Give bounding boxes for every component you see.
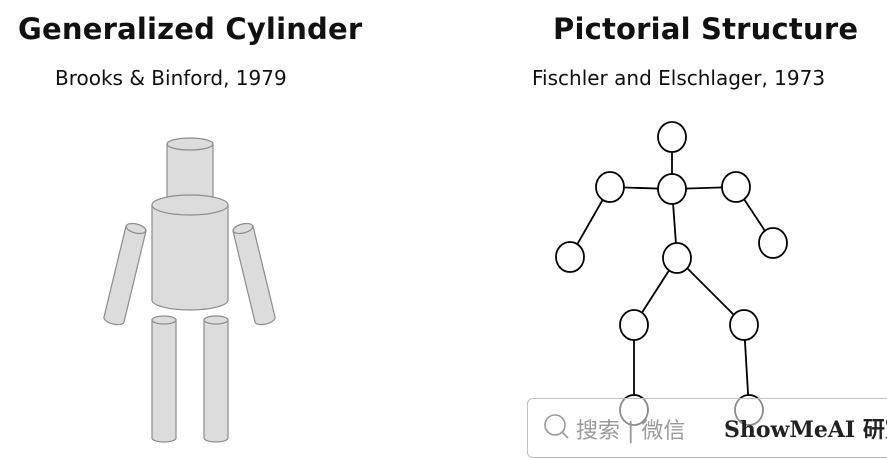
pictorial-structure-title: Pictorial Structure [553, 12, 859, 46]
cylinder-left-arm [103, 222, 147, 326]
node-left-hand [555, 241, 585, 273]
watermark-search-box: 搜索 | 微信 ShowMeAI 研究 [527, 398, 887, 458]
node-left-knee [619, 309, 649, 341]
node-right-knee [729, 309, 759, 341]
cylinder-figure [103, 137, 276, 443]
search-icon [544, 414, 569, 439]
watermark-brand: ShowMeAI 研究 [724, 417, 887, 443]
cylinder-torso [151, 194, 229, 311]
node-left-shoulder [595, 171, 625, 203]
node-neck [657, 173, 687, 205]
node-right-shoulder [721, 171, 751, 203]
node-right-hand [758, 227, 788, 259]
generalized-cylinder-title: Generalized Cylinder [18, 12, 363, 46]
node-hip [662, 242, 692, 274]
node-head [657, 121, 687, 153]
cylinder-right-leg [203, 315, 229, 443]
cylinder-right-arm [232, 222, 276, 326]
watermark-text: 搜索 | 微信 [576, 419, 686, 444]
pictorial-figure [555, 121, 788, 426]
generalized-cylinder-citation: Brooks & Binford, 1979 [55, 66, 287, 90]
pictorial-structure-citation: Fischler and Elschlager, 1973 [532, 66, 826, 90]
cylinder-left-leg [151, 315, 177, 443]
